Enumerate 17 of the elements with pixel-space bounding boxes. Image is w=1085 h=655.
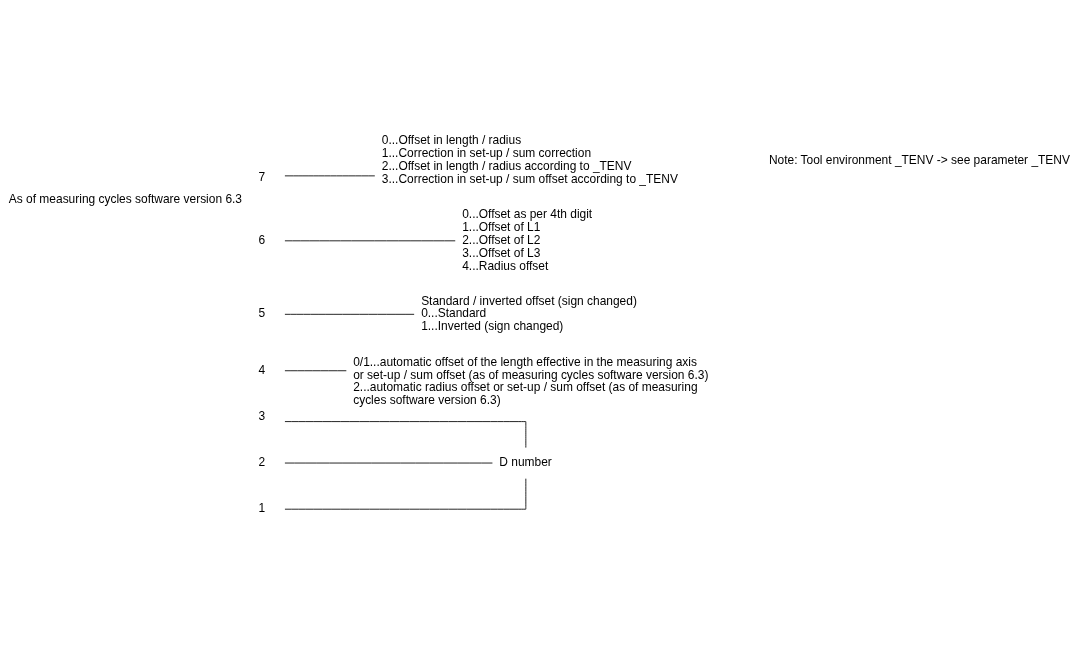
connector xyxy=(284,313,415,315)
node-text: Standard / inverted offset (sign changed) 0...Standard 1...Inverted (sign changed) xyxy=(421,293,637,333)
node-text: 5 xyxy=(258,305,266,320)
node-text: 0...Offset in length / radius 1...Correction in set-up / sum correction 2...Offset in length / radius according to _TENV 3...Correction in set-up / sum offset according to _TENV xyxy=(381,132,678,186)
node-label: As of measuring cycles software version 6.3 xyxy=(8,191,242,206)
node-text: 7 xyxy=(258,169,266,184)
connector xyxy=(284,369,347,371)
node-text: 6 xyxy=(258,232,266,247)
node-text: 4 xyxy=(258,362,266,377)
node-text: D number xyxy=(499,454,552,469)
label: Note: Tool environment _TENV -> see parameter _TENV xyxy=(768,152,1070,167)
node-text: 3 xyxy=(258,408,266,423)
node-text: 0/1...automatic offset of the length effective in the measuring axis or set-up / sum offset (as of measuring cycles software version 6.3) 2...automatic radius offset or set-up / sum offset (as of measuring cycles software version 6.3) xyxy=(353,354,709,407)
node-text: 2 xyxy=(258,454,266,469)
node-text: 0...Offset as per 4th digit 1...Offset of L1 2...Offset of L2 3...Offset of L3 4...Radius offset xyxy=(462,206,593,273)
connector xyxy=(284,420,527,448)
node-text: 1 xyxy=(258,500,266,515)
